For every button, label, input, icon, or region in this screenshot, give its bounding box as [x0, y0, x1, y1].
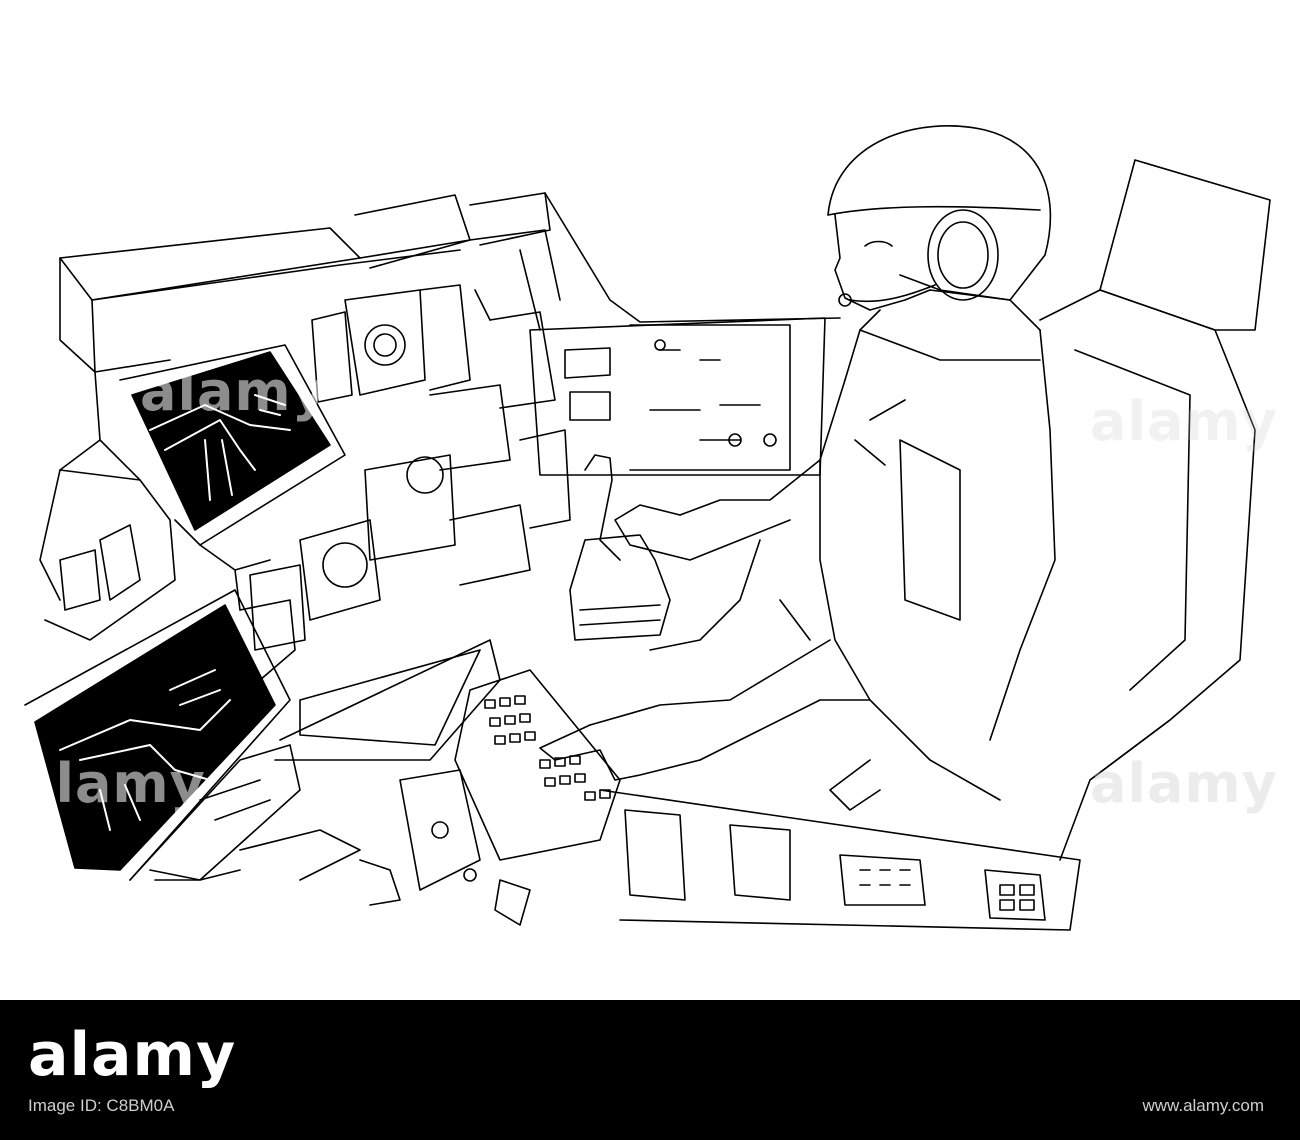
lower-left-display [24, 589, 291, 881]
control-stick [569, 454, 671, 641]
site-url[interactable]: www.alamy.com [1142, 1096, 1264, 1115]
upper-left-display [119, 344, 346, 546]
seat [1039, 159, 1271, 861]
keypad-keys [484, 695, 611, 801]
center-instruments [249, 284, 611, 651]
footer-bar: alamy Image ID: C8BM0A www.alamy.com [0, 1000, 1300, 1140]
left-side-panels [44, 469, 301, 881]
right-console [599, 789, 1081, 931]
image-id-label: Image ID: C8BM0A [28, 1096, 175, 1115]
misc-detail [149, 249, 541, 881]
lower-console [274, 639, 621, 926]
upper-panel-frame [39, 192, 841, 601]
cockpit-line-drawing [24, 125, 1271, 931]
alamy-logo: alamy [28, 1020, 237, 1090]
right-instrument-panel [529, 317, 826, 476]
pilot [539, 125, 1056, 811]
